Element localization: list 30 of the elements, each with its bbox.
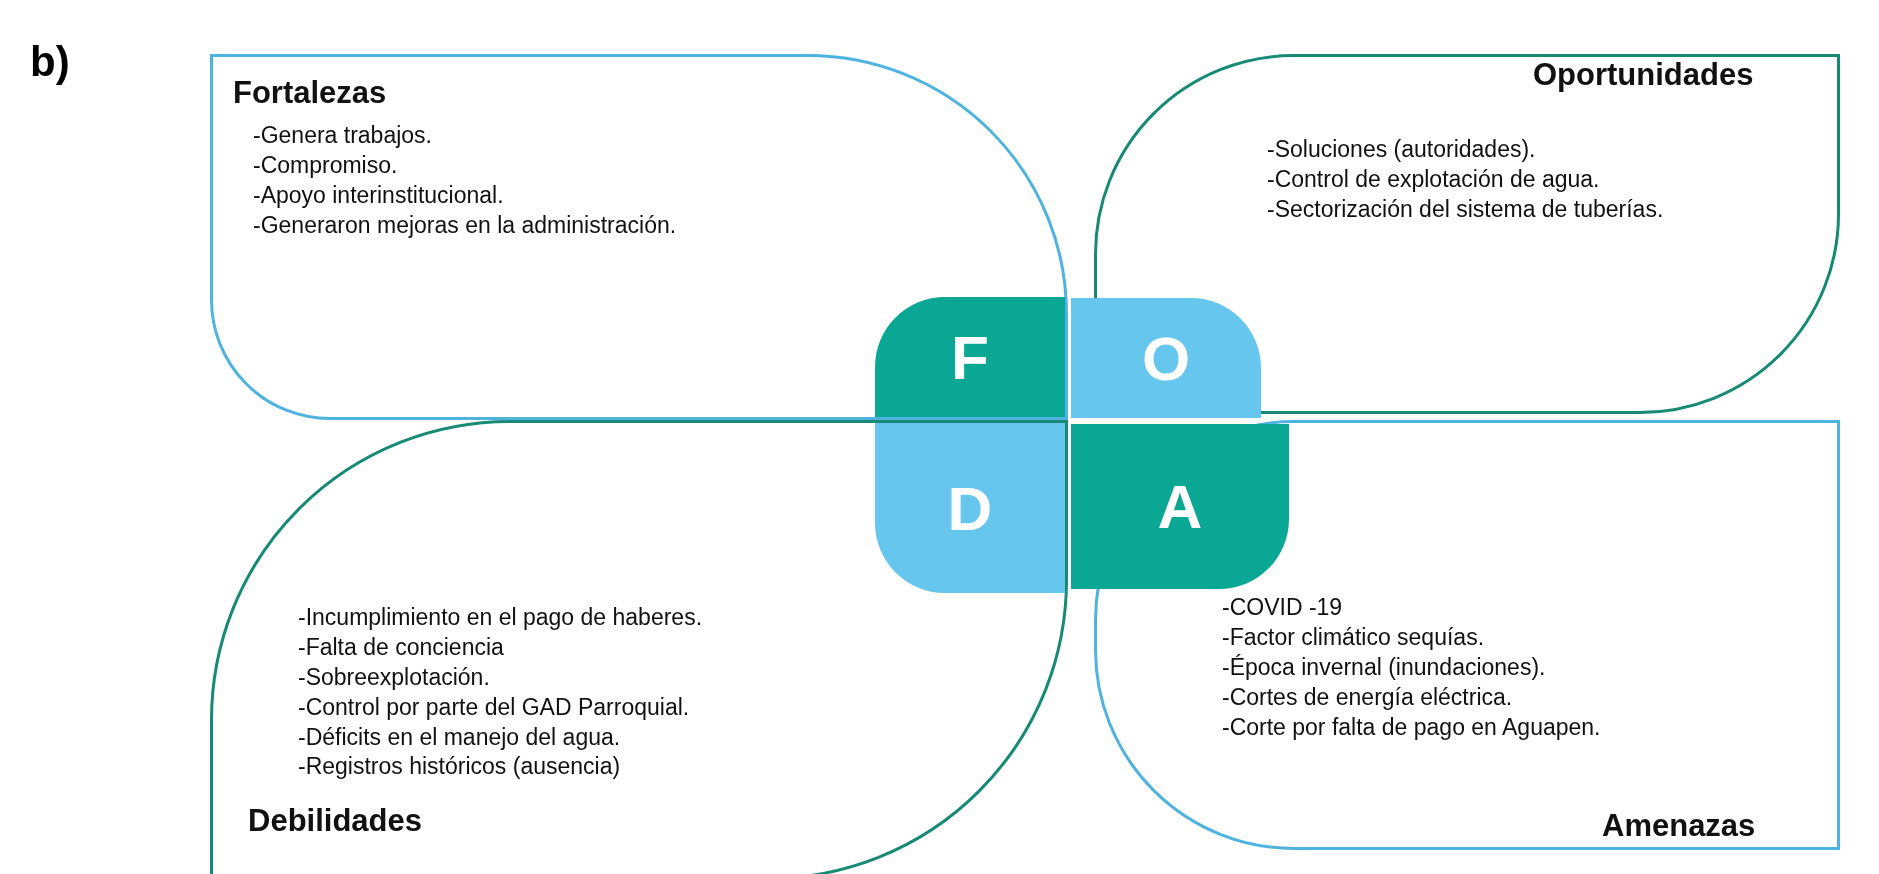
quadrant-panel xyxy=(210,54,1068,420)
letter-tile: O xyxy=(1071,298,1261,418)
letter-tile: F xyxy=(875,297,1065,417)
list-item: -Apoyo interinstitucional. xyxy=(253,180,505,210)
list-item: -Control por parte del GAD Parroquial. xyxy=(298,692,691,722)
list-item: -Déficits en el manejo del agua. xyxy=(298,722,622,752)
list-item: -Generaron mejoras en la administración. xyxy=(253,210,678,240)
list-item: -Corte por falta de pago en Aguapen. xyxy=(1222,712,1602,742)
list-item: -Incumplimiento en el pago de haberes. xyxy=(298,603,704,632)
list-item: -Sectorización del sistema de tuberías. xyxy=(1267,194,1665,224)
list-item: -Genera trabajos. xyxy=(253,121,433,150)
list-item: -Soluciones (autoridades). xyxy=(1267,135,1537,164)
quadrant-panel xyxy=(1094,54,1840,414)
quadrant-heading: Amenazas xyxy=(1602,808,1756,844)
list-item: -Sobreexplotación. xyxy=(298,662,491,692)
quadrant-heading: Fortalezas xyxy=(233,75,387,111)
list-item: -Falta de conciencia xyxy=(298,632,505,662)
list-item: -Control de explotación de agua. xyxy=(1267,164,1601,194)
panel-label: b) xyxy=(30,38,70,86)
letter-tile: A xyxy=(1071,424,1289,589)
quadrant-panel xyxy=(1094,420,1840,850)
list-item: -Cortes de energía eléctrica. xyxy=(1222,682,1514,712)
list-item: -COVID -19 xyxy=(1222,593,1344,622)
list-item: -Factor climático sequías. xyxy=(1222,622,1486,652)
list-item: -Registros históricos (ausencia) xyxy=(298,752,622,782)
letter-tile: D xyxy=(875,423,1065,593)
list-item: -Compromiso. xyxy=(253,150,399,180)
quadrant-heading: Debilidades xyxy=(248,803,422,839)
quadrant-heading: Oportunidades xyxy=(1533,57,1754,93)
list-item: -Época invernal (inundaciones). xyxy=(1222,652,1547,682)
